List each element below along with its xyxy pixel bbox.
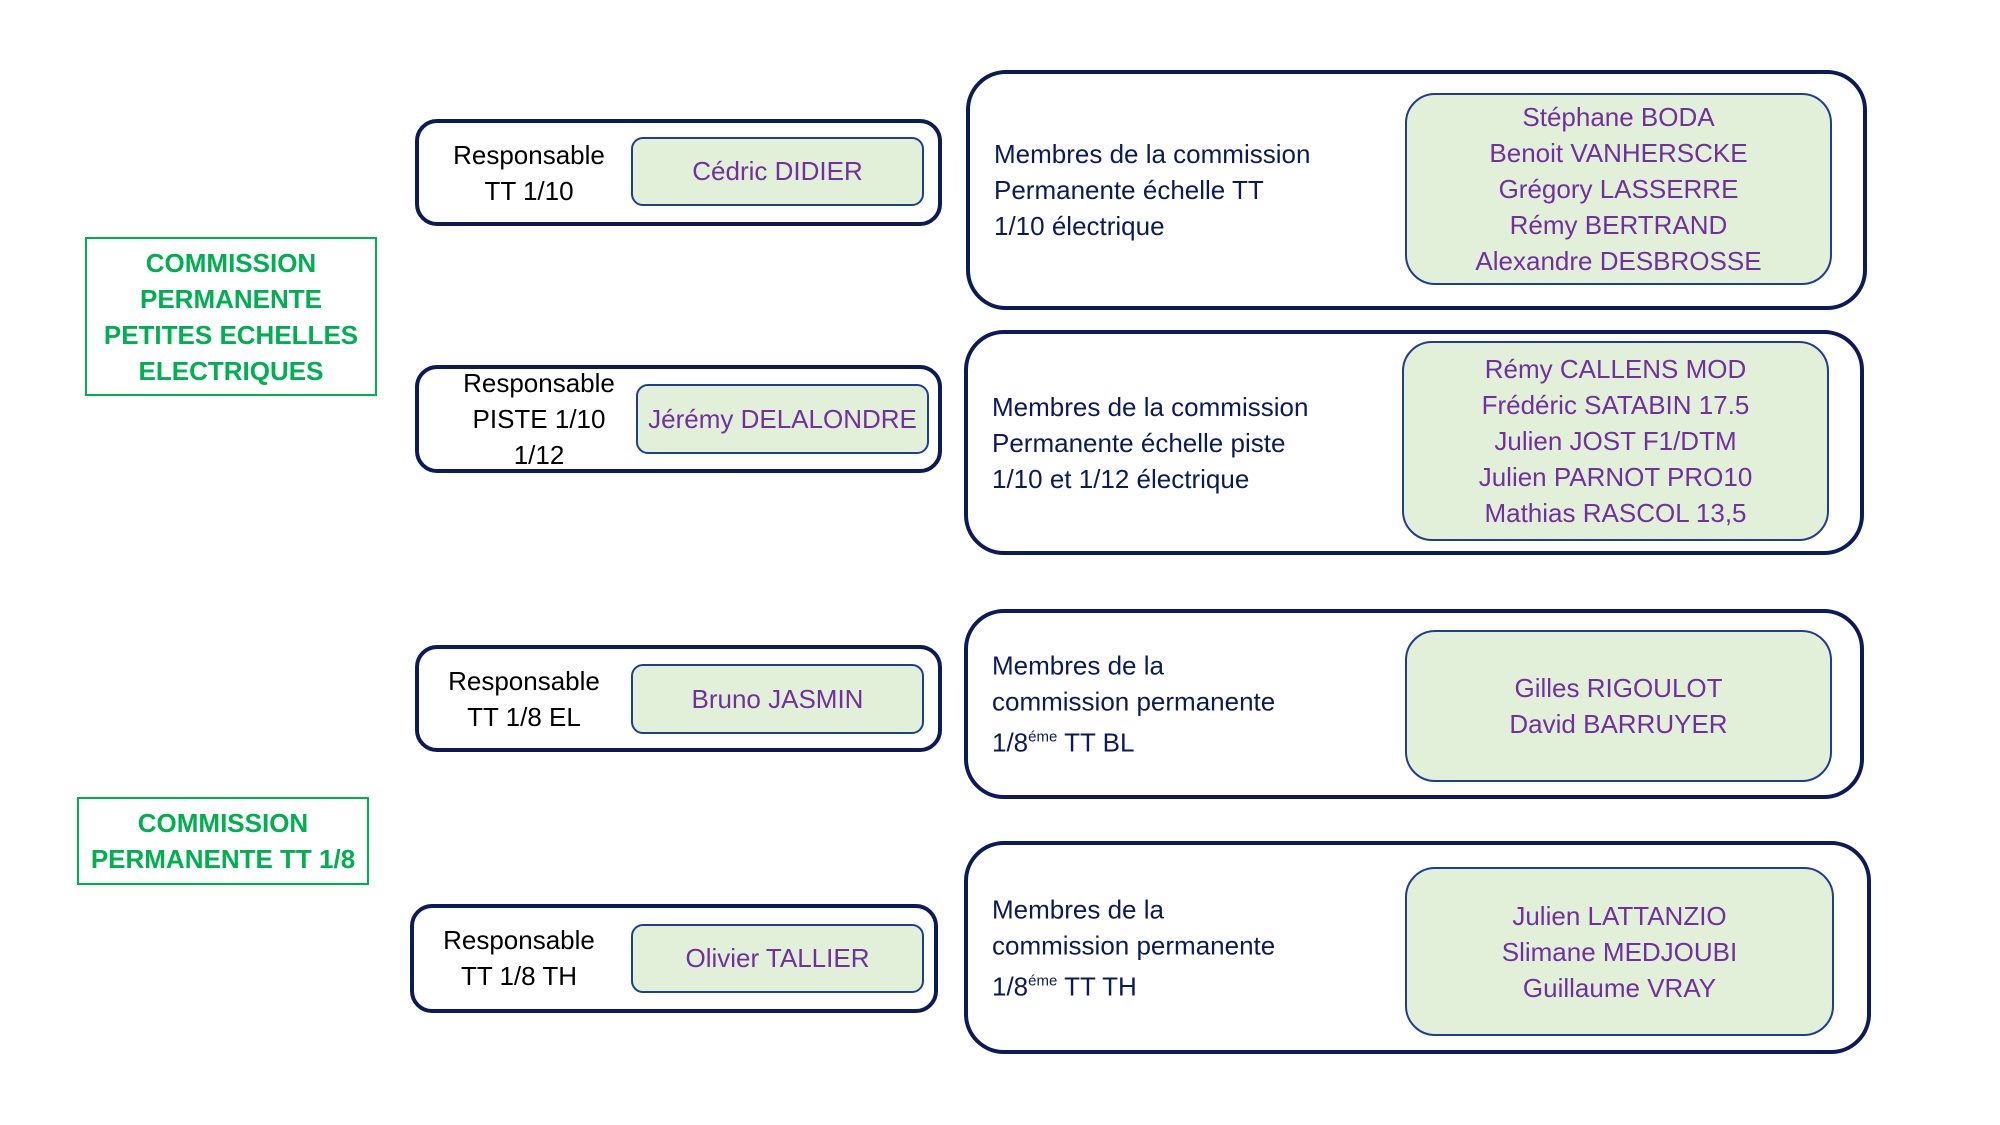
label-line: Responsable	[443, 925, 595, 955]
responsable-name: Jérémy DELALONDRE	[636, 384, 929, 454]
label-line: Membres de la commission	[992, 391, 1309, 422]
title-line: ELECTRIQUES	[138, 355, 324, 386]
label-line: Membres de la commission	[994, 139, 1311, 169]
member-name: Mathias RASCOL 13,5	[1484, 498, 1747, 528]
responsable-label: Responsable TT 1/8 TH	[419, 922, 619, 994]
label-line: commission permanente	[992, 686, 1276, 717]
label-part: 1/8	[992, 970, 1029, 1001]
label-line: Membres de la	[992, 650, 1164, 681]
members-list: Gilles RIGOULOT David BARRUYER	[1405, 630, 1832, 782]
member-name: Rémy BERTRAND	[1509, 210, 1728, 240]
responsable-box-tt-1-8-el: Responsable TT 1/8 EL	[415, 645, 942, 752]
responsable-name: Bruno JASMIN	[631, 664, 924, 734]
label-line: TT 1/8 TH	[460, 961, 578, 991]
label-line: PISTE 1/10	[472, 404, 606, 434]
label-line: TT 1/10	[484, 176, 574, 206]
label-line: 1/12	[513, 440, 565, 470]
responsable-box-tt-1-10: Responsable TT 1/10	[415, 119, 942, 226]
member-name: Rémy CALLENS MOD	[1484, 354, 1747, 384]
label-line: Responsable	[453, 140, 605, 170]
responsable-name: Olivier TALLIER	[631, 924, 924, 993]
members-list: Julien LATTANZIO Slimane MEDJOUBI Guillaum…	[1405, 867, 1834, 1036]
label-line: 1/10 électrique	[994, 211, 1165, 241]
label-part: TT BL	[1057, 727, 1135, 758]
member-name: Julien LATTANZIO	[1512, 900, 1727, 931]
commission-title-petites-echelles: COMMISSION PERMANENTE PETITES ECHELLES E…	[85, 237, 377, 396]
label-line: Permanente échelle TT	[994, 175, 1264, 205]
member-name: Grégory LASSERRE	[1498, 174, 1739, 204]
responsable-label: Responsable TT 1/8 EL	[424, 663, 624, 735]
label-superscript: éme	[1028, 728, 1058, 746]
member-name: Frédéric SATABIN 17.5	[1481, 390, 1750, 420]
label-superscript: éme	[1028, 972, 1058, 990]
member-name: Stéphane BODA	[1522, 102, 1715, 132]
members-list: Stéphane BODA Benoit VANHERSCKE Grégory LA…	[1405, 93, 1832, 285]
label-part: TT TH	[1057, 970, 1137, 1001]
title-line: PETITES ECHELLES	[103, 319, 359, 350]
label-line: Responsable	[463, 368, 615, 398]
member-name: Benoit VANHERSCKE	[1489, 138, 1748, 168]
responsable-name: Cédric DIDIER	[631, 137, 924, 206]
responsable-label: Responsable TT 1/10	[429, 137, 629, 209]
title-line: PERMANENTE	[139, 283, 322, 314]
label-line: 1/8éme TT TH	[992, 963, 1275, 1004]
title-line: COMMISSION	[137, 808, 309, 838]
label-part: 1/8	[992, 727, 1029, 758]
label-line: TT 1/8 EL	[467, 702, 581, 732]
member-name: Gilles RIGOULOT	[1514, 673, 1723, 703]
label-line: 1/10 et 1/12 électrique	[992, 463, 1250, 494]
member-name: David BARRUYER	[1509, 709, 1728, 739]
title-line: COMMISSION	[145, 247, 317, 278]
member-name: Julien PARNOT PRO10	[1478, 462, 1753, 492]
title-line: PERMANENTE TT 1/8	[90, 844, 356, 874]
commission-title-tt-1-8: COMMISSION PERMANENTE TT 1/8	[77, 797, 369, 885]
member-name: Guillaume VRAY	[1522, 972, 1717, 1003]
responsable-box-tt-1-8-th: Responsable TT 1/8 TH	[410, 904, 938, 1013]
label-line: Permanente échelle piste	[992, 427, 1286, 458]
label-line: Responsable	[448, 666, 600, 696]
label-line: 1/8éme TT BL	[992, 720, 1275, 761]
label-line: commission permanente	[992, 930, 1276, 961]
label-line: Membres de la	[992, 894, 1164, 925]
member-name: Julien JOST F1/DTM	[1494, 426, 1737, 456]
member-name: Alexandre DESBROSSE	[1475, 246, 1762, 276]
member-name: Slimane MEDJOUBI	[1501, 936, 1738, 967]
